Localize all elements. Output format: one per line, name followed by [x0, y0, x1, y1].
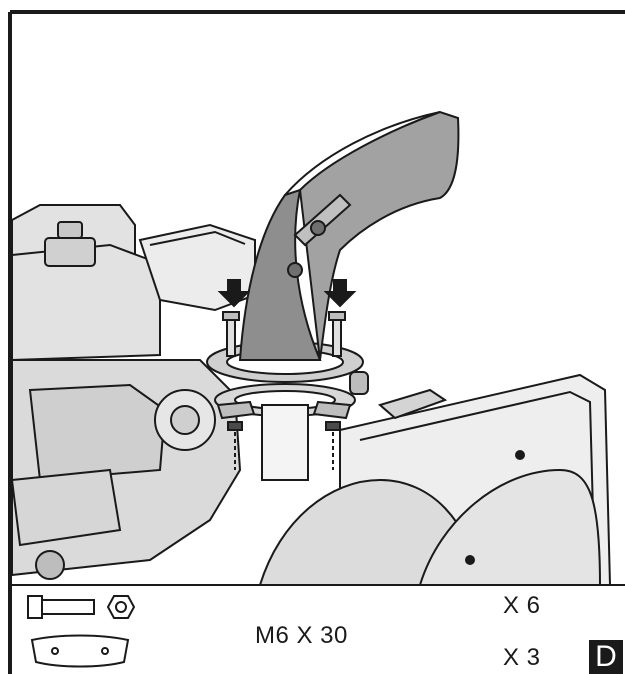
- arrow-down-icon: [323, 279, 357, 308]
- nut-icon: [106, 595, 136, 619]
- bolt-icon: [27, 595, 95, 619]
- step-badge: D: [589, 640, 623, 674]
- engine-drawing: [10, 204, 256, 580]
- arrow-down-icon: [217, 279, 251, 308]
- hardware-spec: M6 X 30: [255, 622, 348, 649]
- plate-quantity: X 3: [503, 644, 541, 671]
- keeper-plates: [216, 400, 352, 470]
- housing-drawing: [258, 373, 612, 586]
- bolt-quantity: X 6: [503, 592, 541, 619]
- keeper-plate-icon: [30, 634, 130, 668]
- discharge-chute: [238, 110, 460, 361]
- bolt-arrows: [217, 279, 357, 357]
